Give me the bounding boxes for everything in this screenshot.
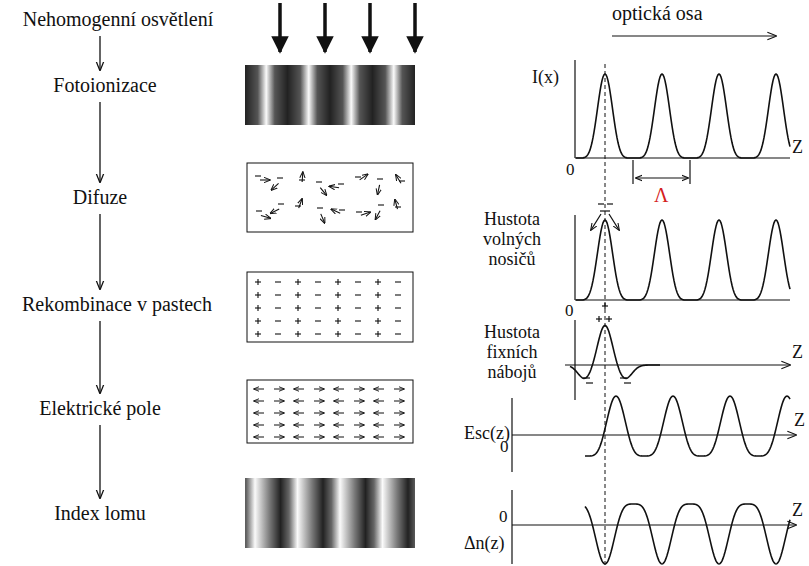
flow-arrow	[99, 214, 100, 289]
plot-title: Hustota volných nosičů	[462, 210, 562, 269]
plot-curve	[585, 504, 790, 564]
axis-label: Z	[792, 343, 803, 363]
step-text: Elektrické pole	[39, 397, 161, 420]
step-text: Index lomu	[54, 502, 146, 525]
origin-label: 0	[500, 438, 509, 457]
origin-label: 0	[565, 302, 574, 321]
plot-curve	[585, 396, 790, 456]
step-text: Nehomogenní osvětlení	[23, 8, 214, 31]
step-label: Index lomu	[50, 500, 150, 527]
plot-title: Hustota fixních nábojů	[462, 323, 562, 382]
step-label: Elektrické pole	[35, 395, 165, 422]
flow-arrow	[99, 425, 100, 498]
flow-arrow	[99, 321, 100, 393]
origin-label: 0	[499, 508, 508, 527]
axis-label: Z	[792, 501, 803, 521]
plot-curve	[570, 325, 660, 378]
plot-curve	[576, 220, 790, 300]
step-label: Rekombinace v pastech	[18, 291, 216, 318]
plot-curve	[576, 74, 790, 158]
axis-label: Z	[794, 411, 805, 431]
step-label: Fotoionizace	[49, 72, 160, 99]
flow-arrow	[99, 36, 100, 70]
step-text: Rekombinace v pastech	[22, 293, 212, 316]
axis-label: I(x)	[532, 68, 559, 88]
step-label: Difuze	[69, 184, 131, 211]
axis-title: optická osa	[612, 2, 703, 24]
flow-arrow	[99, 102, 100, 182]
period-label: Λ	[654, 184, 669, 206]
axis-label: Z	[792, 138, 803, 158]
step-text: Difuze	[73, 186, 127, 209]
step-text: Fotoionizace	[53, 74, 156, 97]
plot-title: Δn(z)	[464, 534, 505, 554]
step-label: Nehomogenní osvětlení	[19, 6, 218, 33]
origin-label: 0	[566, 161, 575, 180]
